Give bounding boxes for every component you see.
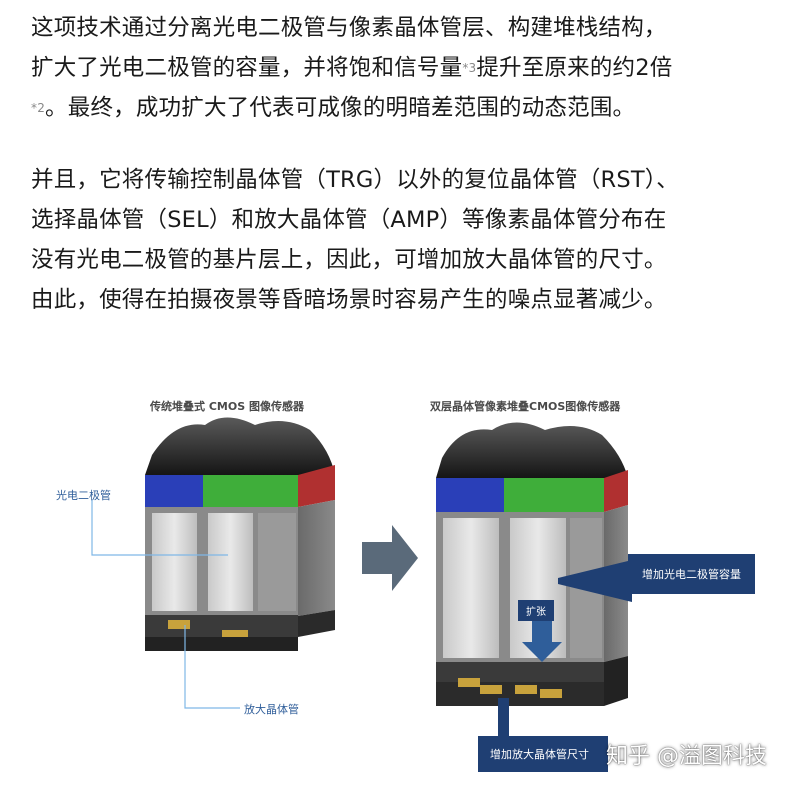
amp-transistor-label: 放大晶体管	[244, 703, 299, 716]
paragraph-line: 扩大了光电二极管的容量，并将饱和信号量*3提升至原来的约2倍	[31, 48, 771, 88]
right-figure-title: 双层晶体管像素堆叠CMOS图像传感器	[430, 400, 621, 413]
sensor-figure: 传统堆叠式 CMOS 图像传感器 双层晶体管像素堆叠CMOS图像传感器 光电二极…	[0, 380, 789, 792]
paragraph-line: 选择晶体管（SEL）和放大晶体管（AMP）等像素晶体管分布在	[31, 207, 667, 233]
transition-arrow	[362, 525, 418, 591]
paragraph-1: 这项技术通过分离光电二极管与像素晶体管层、构建堆栈结构， 扩大了光电二极管的容量…	[31, 8, 771, 128]
sensor-illustration	[91, 417, 632, 738]
paragraph-line: 没有光电二极管的基片层上，因此，可增加放大晶体管的尺寸。	[31, 247, 667, 273]
footnote-mark: *3	[462, 61, 477, 75]
paragraph-line: *2。最终，成功扩大了代表可成像的明暗差范围的动态范围。	[31, 88, 771, 128]
text-run: 扩大了光电二极管的容量，并将饱和信号量	[31, 55, 463, 81]
paragraph-line: 由此，使得在拍摄夜景等昏暗场景时容易产生的噪点显著减少。	[31, 287, 667, 313]
text-run: 提升至原来的约2倍	[476, 55, 673, 81]
paragraph-line: 并且，它将传输控制晶体管（TRG）以外的复位晶体管（RST）、	[31, 167, 679, 193]
footnote-mark: *2	[31, 101, 46, 115]
conventional-sensor-model	[91, 417, 335, 709]
amp-size-callout: 增加放大晶体管尺寸	[478, 736, 608, 772]
left-figure-title: 传统堆叠式 CMOS 图像传感器	[150, 400, 304, 413]
watermark: 知乎 @溢图科技	[606, 744, 767, 769]
expand-callout: 扩张	[518, 600, 554, 621]
photodiode-capacity-callout: 增加光电二极管容量	[628, 554, 755, 594]
two-layer-sensor-model	[436, 422, 632, 738]
paragraph-line: 这项技术通过分离光电二极管与像素晶体管层、构建堆栈结构，	[31, 15, 667, 41]
photodiode-label: 光电二极管	[56, 489, 111, 502]
paragraph-2: 并且，它将传输控制晶体管（TRG）以外的复位晶体管（RST）、 选择晶体管（SE…	[31, 160, 771, 320]
text-run: 。最终，成功扩大了代表可成像的明暗差范围的动态范围。	[45, 95, 636, 121]
